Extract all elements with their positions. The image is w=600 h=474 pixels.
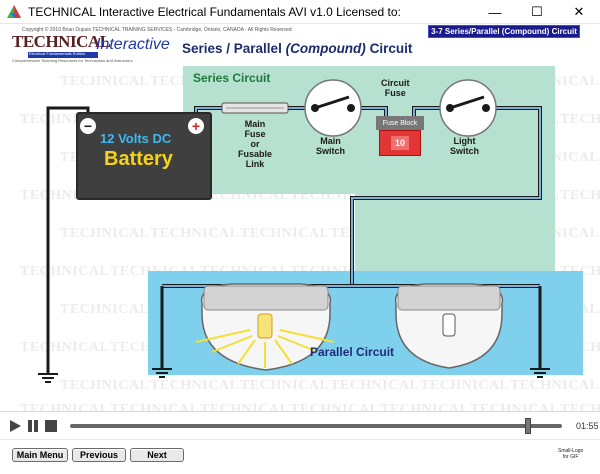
app-triangle-icon [7,4,21,18]
parallel-circuit-label: Parallel Circuit [310,345,395,359]
main-fuse-label-line: Fuse [244,128,266,139]
logo-edition: Electrical Fundamentals Edition [29,51,86,56]
watermark-text: TECHNICAL [560,188,600,203]
watermark-text: TECHNICAL [240,378,330,393]
fuse-block: Fuse Block [376,116,424,130]
playback-time: 01:55 [576,421,599,431]
main-menu-button[interactable]: Main Menu [12,448,68,462]
circuit-fuse-label-line: Circuit [381,78,410,88]
main-fuse-label: Main Fuse or Fusable Link [238,119,273,169]
main-fuse-label-line: Fusable [238,148,273,159]
ground-symbol-parallel-right-icon [530,368,550,378]
negative-terminal-icon: − [80,118,96,134]
circuit-fuse-label-line: Fuse [384,87,406,98]
navigation-bar: Main Menu Previous Next Small-Logo for G… [0,439,600,474]
slide-tag: 3-7 Series/Parallel (Compound) Circuit [428,25,580,38]
light-switch-label: Light Switch [450,136,480,157]
lamp-right-icon [394,283,504,369]
circuit-diagram [38,79,550,383]
slide-area: TECHNICALTECHNICALTECHNICALTECHNICALTECH… [0,24,600,411]
close-button[interactable]: ✕ [573,4,585,19]
title-part-1: Series / Parallel [182,41,286,56]
series-circuit-area [183,66,555,194]
watermark-text: TECHNICAL [60,226,150,241]
window-titlebar: TECHNICAL Interactive Electrical Fundame… [0,0,600,24]
logo-tagline: Comprehensive Teaching Resources for Tec… [12,58,133,63]
watermark-text: TECHNICAL [20,264,110,279]
media-player-bar: 01:55 [0,411,600,439]
battery-icon [76,112,212,200]
lamp-left-icon [195,283,335,371]
stop-icon[interactable] [44,419,58,433]
previous-button[interactable]: Previous [72,448,126,462]
ground-symbol-parallel-left-icon [152,368,172,378]
ground-symbol-left-icon [38,373,58,383]
progress-track[interactable] [70,424,562,428]
logo-interactive: Interactive [96,36,170,53]
title-part-2: (Compound) [285,41,366,56]
watermark-text: TECHNICAL [240,226,330,241]
watermark-text: TECHNICAL [560,402,600,411]
main-fuse-label-line: Link [245,158,265,169]
negative-cable [46,106,90,374]
watermark-text: TECHNICAL [510,378,600,393]
watermark-text: TECHNICAL [290,402,380,411]
watermark-text: TECHNICAL [20,402,110,411]
small-logo-line: for GIF [562,454,579,460]
minimize-button[interactable]: — [488,4,502,20]
watermark-text: TECHNICAL [330,378,420,393]
positive-terminal-icon: + [188,118,204,134]
watermark-text: TECHNICAL [60,378,150,393]
progress-thumb[interactable] [524,418,531,434]
pause-icon[interactable] [26,419,40,433]
main-switch-icon [304,79,362,137]
watermark-text: TECHNICAL [20,340,110,355]
maximize-button[interactable]: ☐ [531,4,543,19]
copyright-text: Copyright © 2010 Brian Dupuis TECHNICAL … [22,27,292,33]
main-fuse-label-line: or [250,138,260,149]
window-title: TECHNICAL Interactive Electrical Fundame… [28,4,401,19]
battery-label: Battery [104,148,173,170]
watermark-text: TECHNICAL [380,402,470,411]
watermark-text: TECHNICAL [420,378,510,393]
fuse-rating: 10 [391,136,409,150]
watermark-text: TECHNICAL [60,74,150,89]
main-fuse-icon [221,102,289,114]
logo-technical: TECHNICAL [12,32,111,51]
battery-voltage: 12 Volts DC [100,131,172,146]
main-switch-label-line: Switch [316,145,346,156]
main-switch-label: Main Switch [316,136,346,157]
watermark-text: TECHNICAL [200,402,290,411]
next-button[interactable]: Next [130,448,184,462]
circuit-fuse-label: Circuit Fuse [381,78,410,99]
watermark-text: TECHNICAL [150,226,240,241]
title-part-3: Circuit [365,41,413,56]
series-circuit-label: Series Circuit [193,71,271,85]
main-switch-label-line: Main [320,136,341,146]
watermark-text: TECHNICAL [150,378,240,393]
watermark-text: TECHNICAL [60,302,150,317]
page-title: Series / Parallel (Compound) Circuit [182,41,412,56]
light-switch-icon [439,79,497,137]
watermark-text: TECHNICAL [110,402,200,411]
watermark-text: TECHNICAL [560,112,600,127]
watermark-text: TECHNICAL [470,402,560,411]
light-switch-label-line: Switch [450,145,480,156]
play-icon[interactable] [8,419,22,433]
small-logo-line: Small-Logo [558,448,584,454]
light-switch-label-line: Light [453,136,476,146]
logo-banner [28,52,98,58]
main-fuse-label-line: Main [244,119,266,129]
small-logo: Small-Logo for GIF [558,448,583,460]
